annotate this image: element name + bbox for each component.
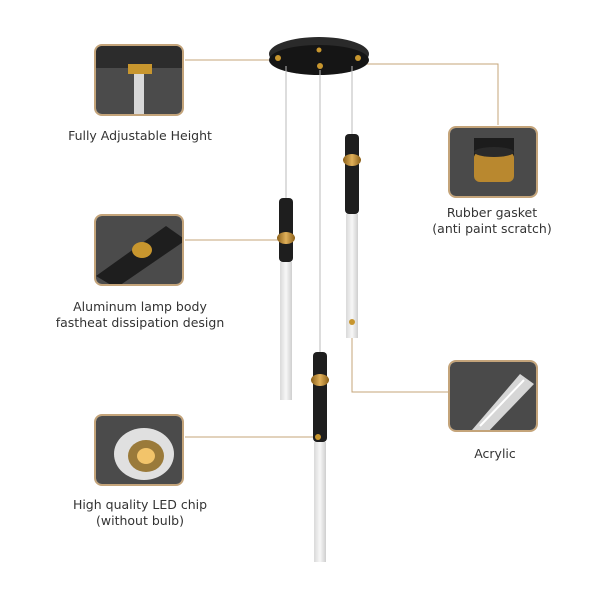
label-led-chip-line1: High quality LED chip: [72, 497, 208, 512]
label-acrylic-text: Acrylic: [474, 446, 516, 461]
label-aluminum-body: Aluminum lamp body fastheat dissipation …: [48, 299, 232, 331]
label-adjustable-height-text: Fully Adjustable Height: [68, 128, 212, 143]
thumb-acrylic: [448, 360, 538, 432]
thumb-rubber-gasket: [448, 126, 538, 198]
pendant-left: [277, 198, 295, 400]
thumb-led-chip: [94, 414, 184, 486]
label-rubber-gasket: Rubber gasket (anti paint scratch): [422, 205, 562, 237]
label-adjustable-height: Fully Adjustable Height: [60, 128, 220, 144]
gasket-closeup-image: [450, 128, 536, 196]
label-rubber-gasket-line2: (anti paint scratch): [432, 221, 552, 236]
thumb-aluminum-body: [94, 214, 184, 286]
ceiling-canopy: [269, 37, 369, 75]
label-aluminum-body-line2: fastheat dissipation design: [55, 315, 225, 330]
lamp-body-closeup-image: [96, 216, 182, 284]
label-led-chip: High quality LED chip (without bulb): [58, 497, 222, 529]
canopy-closeup-image: [96, 46, 182, 114]
label-acrylic: Acrylic: [452, 446, 538, 462]
acrylic-closeup-image: [450, 362, 536, 430]
label-aluminum-body-line1: Aluminum lamp body: [73, 299, 207, 314]
label-led-chip-line2: (without bulb): [96, 513, 184, 528]
led-chip-closeup-image: [96, 416, 182, 484]
label-rubber-gasket-line1: Rubber gasket: [446, 205, 538, 220]
callout-lines: [185, 59, 499, 438]
pendant-middle: [311, 352, 329, 562]
pendant-right: [343, 134, 361, 338]
thumb-adjustable-height: [94, 44, 184, 116]
suspension-cords: [285, 66, 353, 352]
